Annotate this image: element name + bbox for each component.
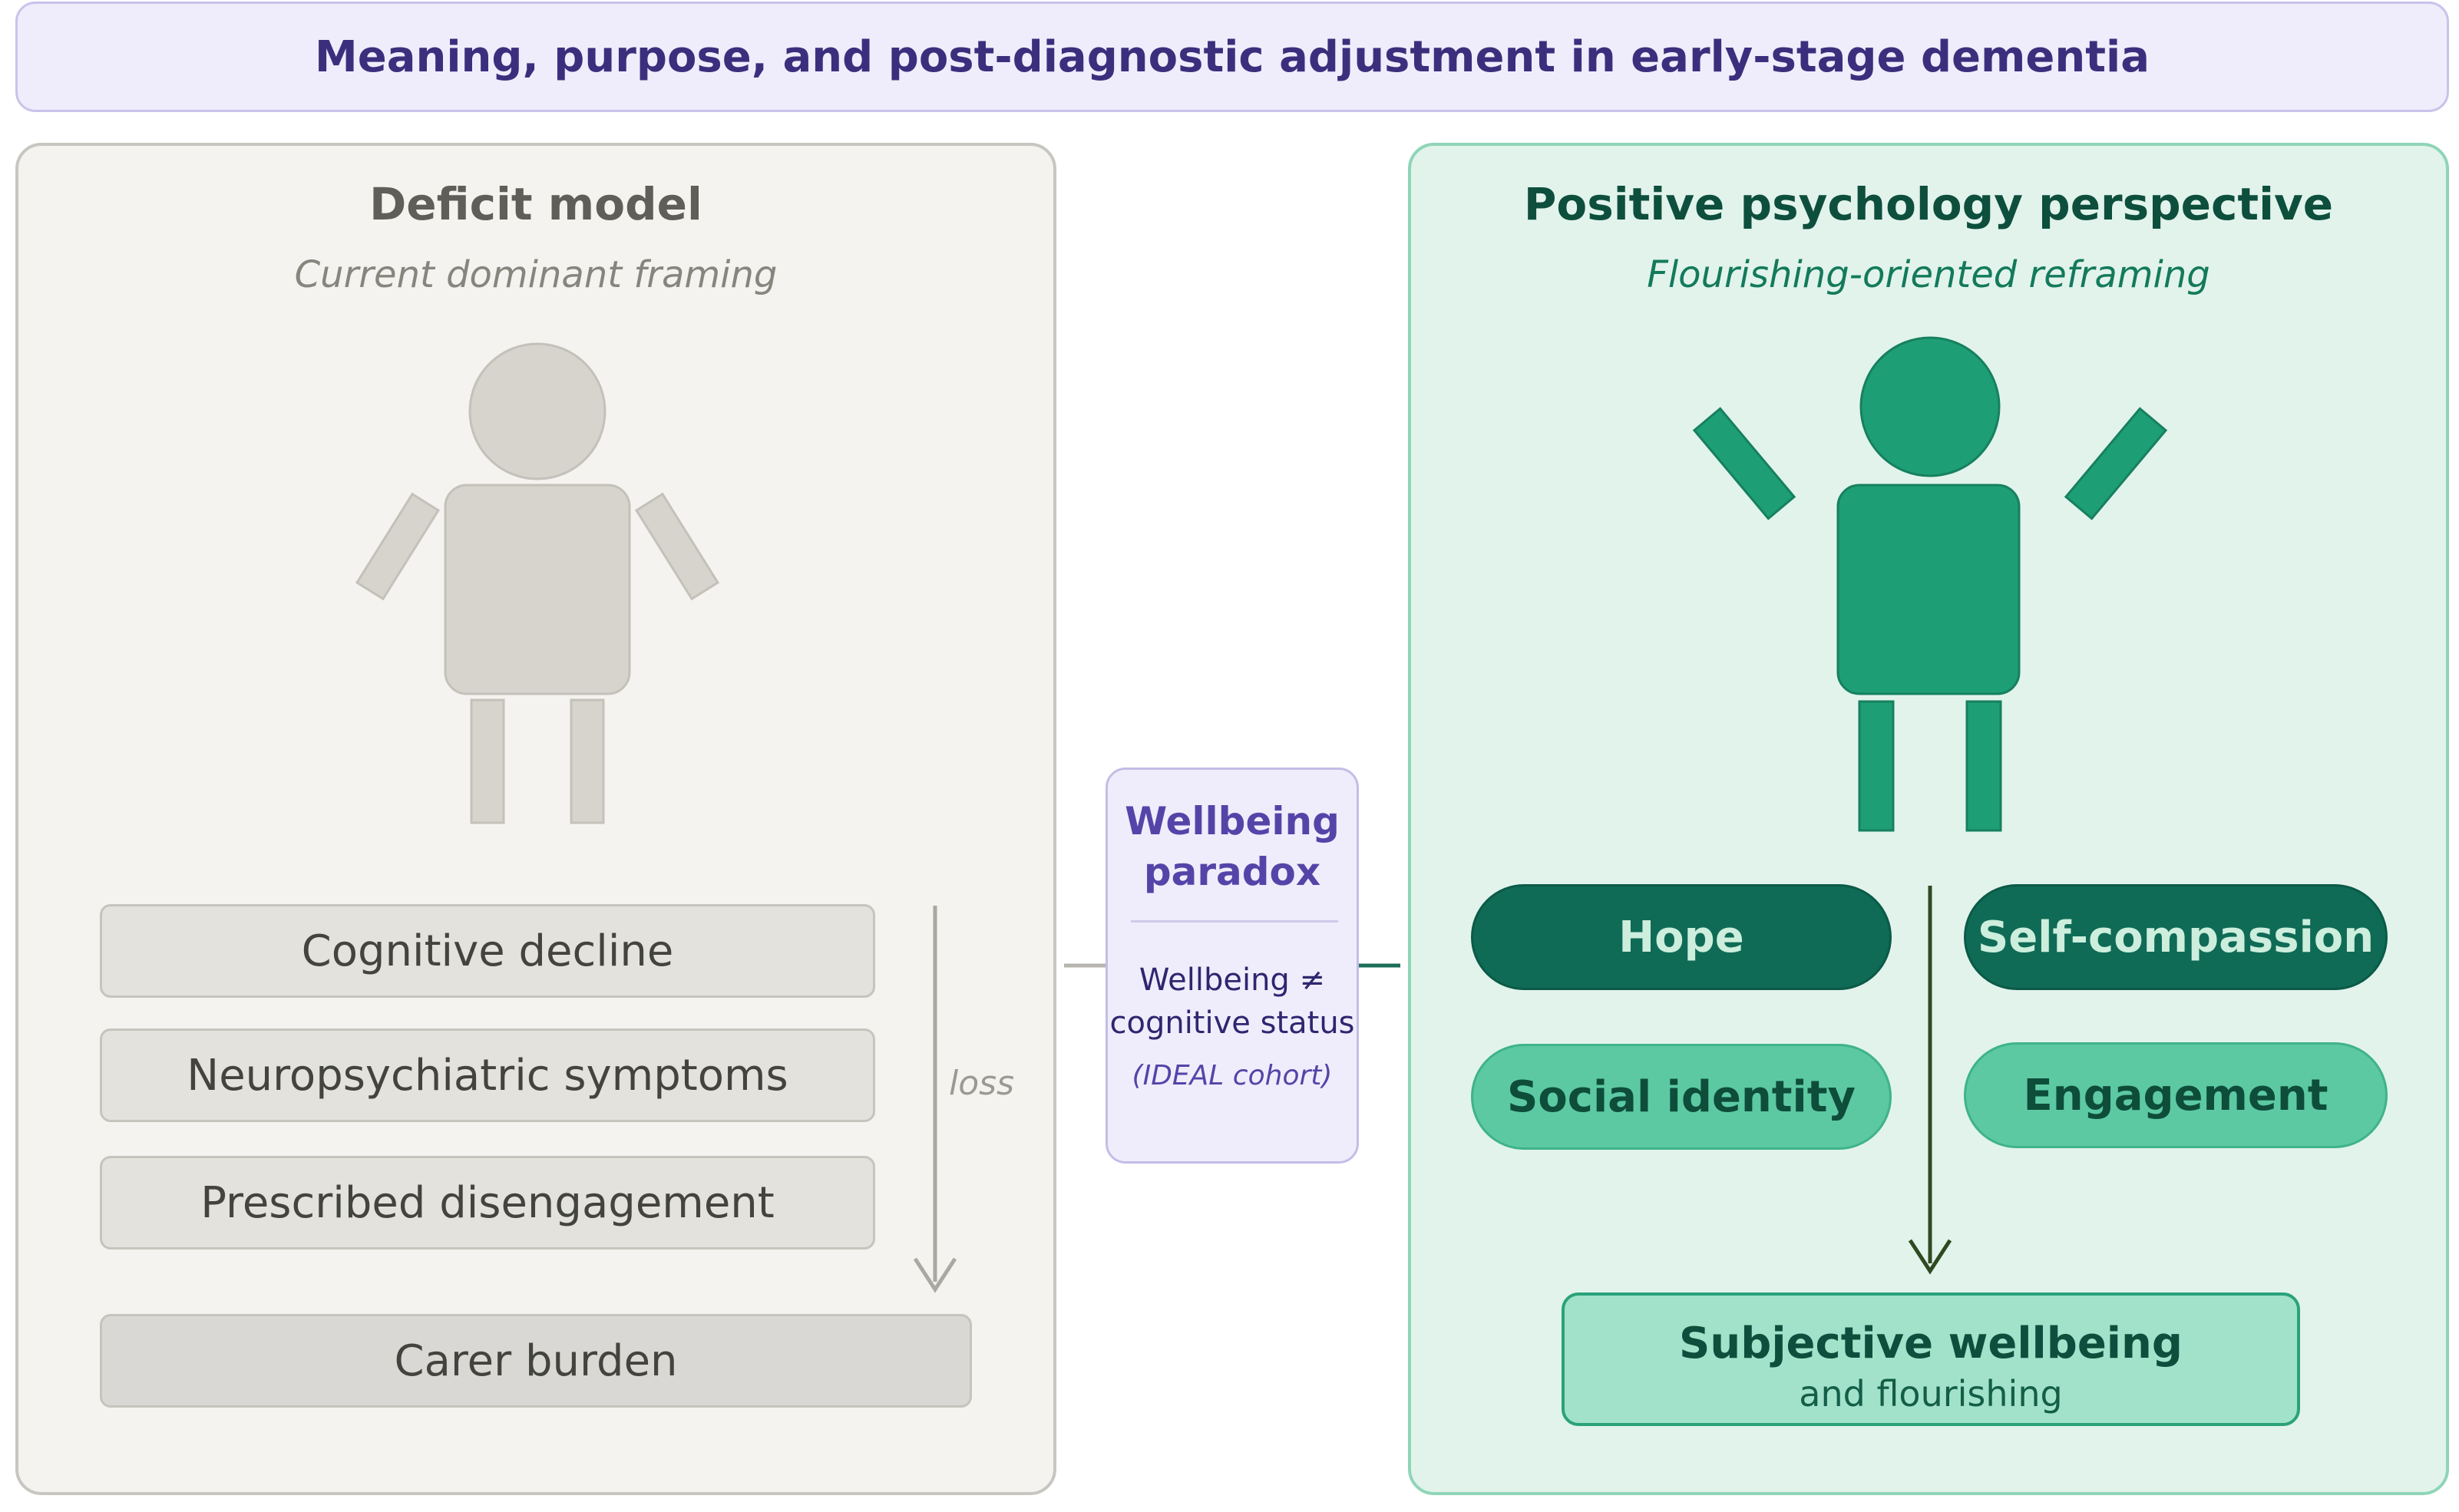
- pill-self-compassion: Self-compassion: [1964, 884, 2388, 990]
- page-title: Meaning, purpose, and post-diagnostic ad…: [315, 31, 2150, 82]
- deficit-figure-icon: [355, 342, 957, 1293]
- positive-panel-title: Positive psychology perspective: [1523, 178, 2334, 230]
- positive-psychology-panel: Positive psychology perspective Flourish…: [1408, 143, 2449, 1495]
- deficit-item-neuropsychiatric-symptoms: Neuropsychiatric symptoms: [100, 1028, 875, 1122]
- paradox-body-line1: Wellbeing ≠: [1139, 962, 1326, 998]
- outcome-subtitle: and flourishing: [1799, 1373, 2063, 1415]
- paradox-title-line1: Wellbeing: [1125, 799, 1340, 843]
- pill-hope: Hope: [1471, 884, 1892, 990]
- paradox-title-line2: paradox: [1143, 850, 1321, 894]
- positive-figure-icon: [1692, 336, 2168, 1275]
- deficit-model-panel: Deficit model Current dominant framing C…: [15, 143, 1056, 1495]
- paradox-divider: [1131, 920, 1338, 923]
- title-banner: Meaning, purpose, and post-diagnostic ad…: [15, 2, 2449, 112]
- outcome-title: Subjective wellbeing: [1679, 1319, 2183, 1368]
- wellbeing-paradox-box: Wellbeing paradox Wellbeing ≠ cognitive …: [1106, 768, 1359, 1164]
- loss-label: loss: [949, 1064, 1014, 1103]
- paradox-body-line2: cognitive status: [1109, 1005, 1355, 1041]
- deficit-outcome-carer-burden: Carer burden: [100, 1314, 972, 1408]
- pill-engagement: Engagement: [1964, 1042, 2388, 1148]
- deficit-item-prescribed-disengagement: Prescribed disengagement: [100, 1156, 875, 1250]
- positive-panel-subtitle: Flourishing-oriented reframing: [1647, 253, 2210, 296]
- outcome-subjective-wellbeing: Subjective wellbeing and flourishing: [1562, 1292, 2300, 1426]
- deficit-panel-subtitle: Current dominant framing: [294, 253, 778, 296]
- pill-social-identity: Social identity: [1471, 1044, 1892, 1150]
- deficit-panel-title: Deficit model: [369, 178, 702, 230]
- paradox-note: (IDEAL cohort): [1132, 1060, 1333, 1091]
- deficit-item-cognitive-decline: Cognitive decline: [100, 904, 875, 998]
